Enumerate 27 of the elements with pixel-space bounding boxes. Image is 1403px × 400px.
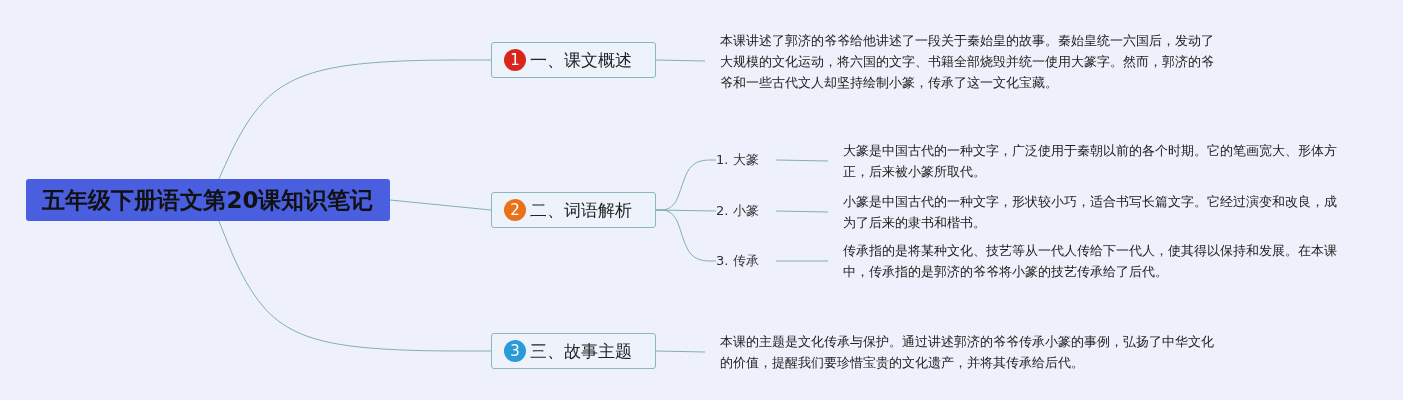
topic-label: 二、词语解析 bbox=[530, 198, 632, 222]
term-label: 2. 小篆 bbox=[716, 202, 759, 220]
topic-box bbox=[491, 42, 656, 78]
number-badge: 2 bbox=[504, 199, 526, 221]
term-label: 3. 传承 bbox=[716, 252, 759, 270]
connector-line bbox=[389, 199, 492, 211]
description-text: 小篆是中国古代的一种文字，形状较小巧，适合书写长篇文字。它经过演变和改良，成为了后来的隶书和楷书。 bbox=[843, 193, 1338, 232]
connector-line bbox=[218, 220, 492, 352]
description-text: 本课的主题是文化传承与保护。通过讲述郭济的爷爷传承小篆的事例，弘扬了中华文化的价值，提醒我们要珍惜宝贵的文化遗产，并将其传承给后代。 bbox=[720, 333, 1215, 372]
number-badge: 3 bbox=[504, 340, 526, 362]
topic-box bbox=[491, 333, 656, 369]
topic-label: 三、故事主题 bbox=[530, 339, 632, 363]
description-text: 大篆是中国古代的一种文字，广泛使用于秦朝以前的各个时期。它的笔画宽大、形体方正，后来被小篆所取代。 bbox=[843, 142, 1338, 181]
connector-line bbox=[775, 159, 829, 162]
description-text: 传承指的是将某种文化、技艺等从一代人传给下一代人，使其得以保持和发展。在本课中，传承指的是郭济的爷爷将小篆的技艺传承给了后代。 bbox=[843, 242, 1338, 281]
topic-label: 一、课文概述 bbox=[530, 48, 632, 72]
connector-line bbox=[655, 350, 706, 353]
number-badge: 1 bbox=[504, 49, 526, 71]
connector-line bbox=[775, 260, 829, 262]
connector-line bbox=[218, 59, 492, 180]
root-topic-box: 五年级下册语文第20课知识笔记 bbox=[26, 179, 390, 221]
connector-line bbox=[655, 209, 717, 262]
term-label: 1. 大篆 bbox=[716, 151, 759, 169]
topic-box bbox=[491, 192, 656, 228]
description-text: 本课讲述了郭济的爷爷给他讲述了一段关于秦始皇的故事。秦始皇统一六国后，发动了大规模的文化运动，将六国的文字、书籍全部烧毁并统一使用大篆字。然而，郭济的爷爷和一些古代文人却坚持绘制小篆，传承了这一文化宝藏。 bbox=[720, 31, 1215, 92]
connector-line bbox=[775, 210, 829, 213]
connector-line bbox=[655, 59, 706, 62]
